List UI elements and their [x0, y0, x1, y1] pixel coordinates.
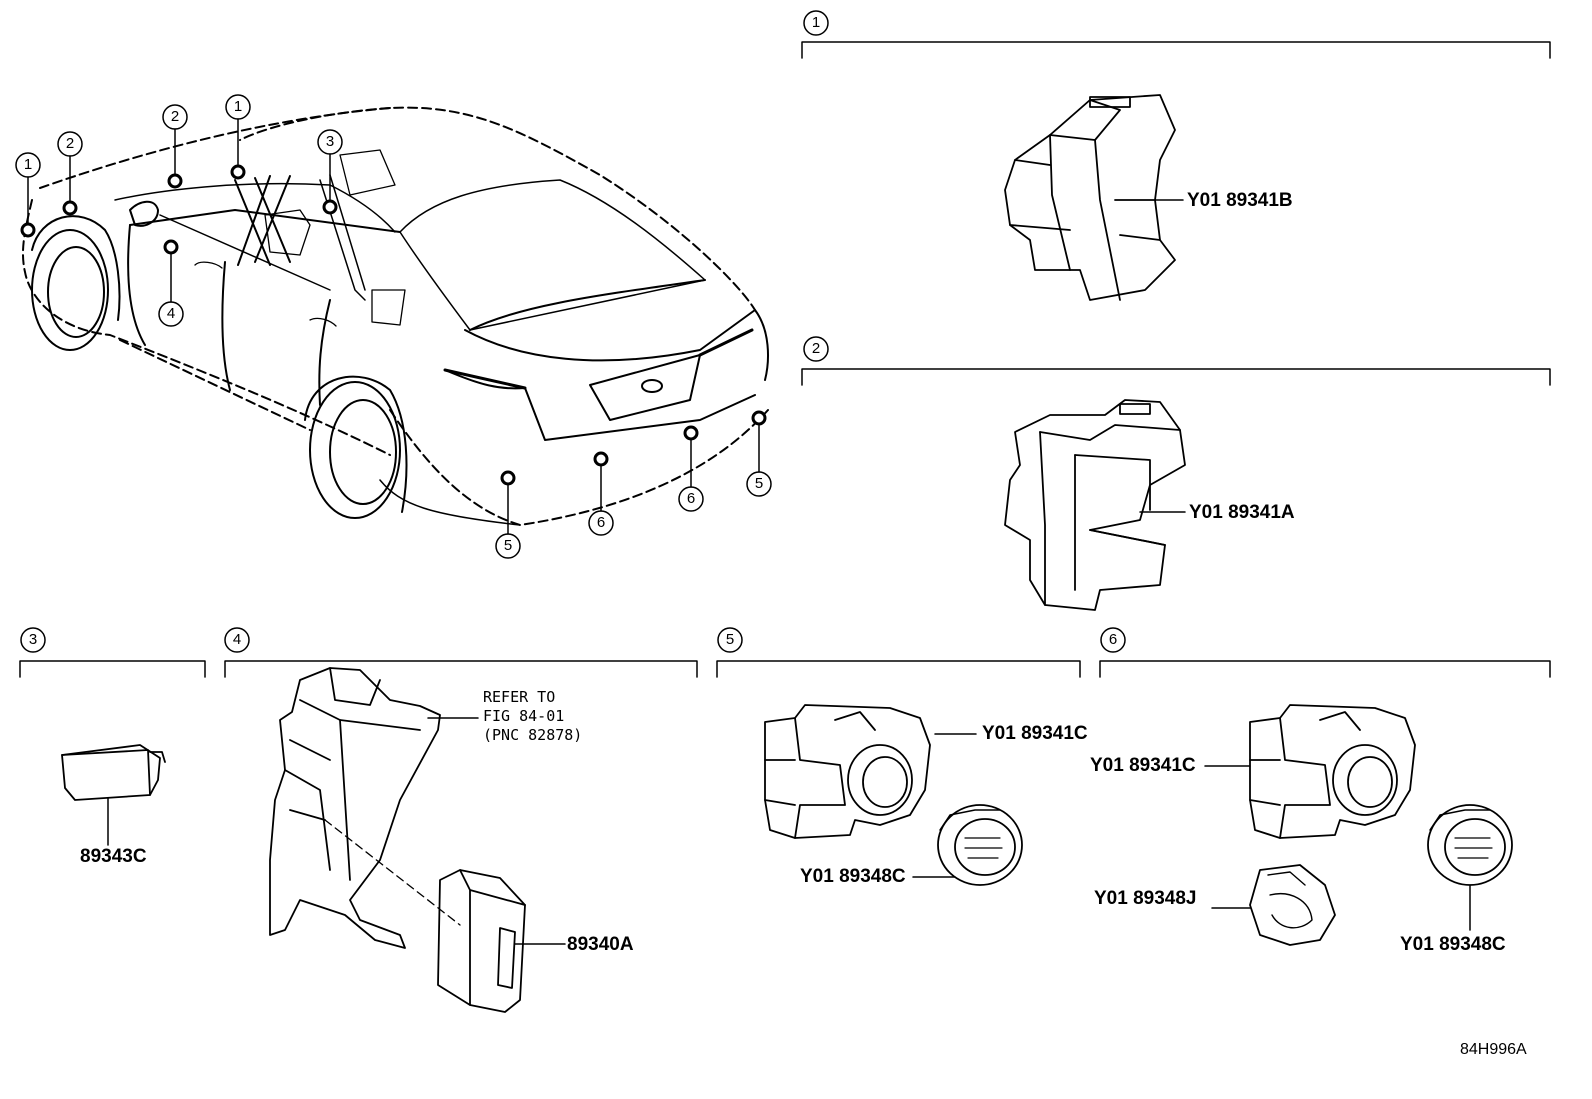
car-callout-6-rear-right: 6	[686, 490, 696, 507]
part-label-89341C-s5[interactable]: Y01 89341C	[982, 723, 1088, 744]
part-label-89348C-s6[interactable]: Y01 89348C	[1400, 934, 1506, 955]
refer-note-line-2: FIG 84-01	[483, 707, 565, 725]
section-3-number: 3	[28, 631, 38, 648]
section-6-number: 6	[1108, 631, 1118, 648]
part-89341A-drawing	[1004, 399, 1186, 611]
car-callout-3: 3	[325, 133, 335, 150]
part-89343C-drawing	[61, 744, 166, 846]
part-label-89348J[interactable]: Y01 89348J	[1094, 888, 1197, 909]
part-sensor-5-drawing	[764, 704, 1023, 886]
part-label-89340A[interactable]: 89340A	[567, 934, 634, 955]
car-callout-1-side: 1	[233, 98, 243, 115]
car-callout-5-rear-left: 5	[503, 537, 513, 554]
section-2-number: 2	[811, 340, 821, 357]
part-label-89341B[interactable]: Y01 89341B	[1187, 190, 1293, 211]
part-sensor-6-drawing	[1204, 704, 1513, 946]
refer-note-line-1: REFER TO	[483, 688, 556, 706]
section-brackets	[19, 10, 1551, 678]
car-illustration	[15, 94, 772, 559]
car-callout-1-front: 1	[23, 156, 33, 173]
car-callout-2-front: 2	[65, 135, 75, 152]
part-89341B-drawing	[1004, 94, 1176, 301]
diagram-code: 84H996A	[1460, 1041, 1527, 1058]
part-89340A-drawing	[269, 667, 566, 1013]
part-label-89343C[interactable]: 89343C	[80, 846, 147, 867]
section-4-number: 4	[232, 631, 242, 648]
section-5-number: 5	[725, 631, 735, 648]
part-label-89341A[interactable]: Y01 89341A	[1189, 502, 1295, 523]
car-callout-5-rear-right: 5	[754, 475, 764, 492]
refer-note: REFER TO FIG 84-01 (PNC 82878)	[483, 688, 582, 745]
car-callout-4: 4	[166, 305, 176, 322]
car-callout-2-side: 2	[170, 108, 180, 125]
refer-note-line-3: (PNC 82878)	[483, 726, 583, 744]
part-label-89348C-s5[interactable]: Y01 89348C	[800, 866, 906, 887]
car-callout-6-rear-center: 6	[596, 514, 606, 531]
part-label-89341C-s6[interactable]: Y01 89341C	[1090, 755, 1196, 776]
section-1-number: 1	[811, 14, 821, 31]
